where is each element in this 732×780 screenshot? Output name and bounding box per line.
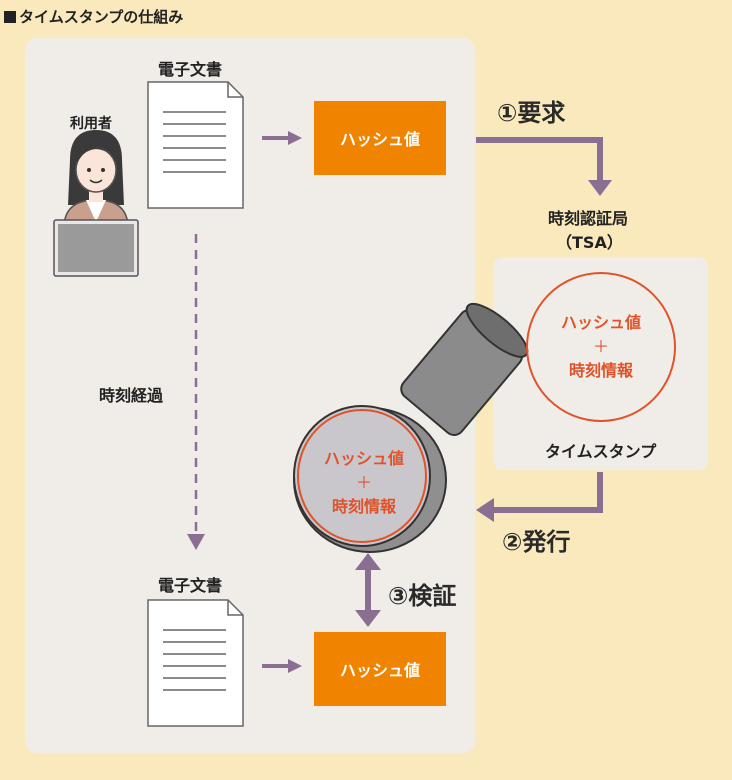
user-label: 利用者 — [70, 116, 112, 132]
stamp-plus: ＋ — [355, 473, 372, 492]
stamp-face-text: ハッシュ値 ＋ 時刻情報 — [300, 447, 428, 519]
document-label-bottom: 電子文書 — [158, 576, 223, 595]
timestamp-circle: ハッシュ値 ＋ 時刻情報 — [526, 272, 676, 422]
arrow-verify — [355, 553, 381, 627]
document-icon-top — [147, 81, 244, 209]
document-icon-bottom — [147, 599, 244, 727]
hash-box-top: ハッシュ値 — [314, 101, 446, 175]
diagram-title: タイムスタンプの仕組み — [4, 6, 183, 27]
tsa-name: 時刻認証局 — [548, 209, 629, 228]
hash-label-top: ハッシュ値 — [339, 130, 420, 149]
stamp-tool-icon — [293, 302, 529, 553]
step-issue-label: ②発行 — [502, 528, 571, 556]
stamp-time-label: 時刻情報 — [331, 497, 396, 516]
timestamp-caption: タイムスタンプ — [545, 442, 657, 461]
time-elapsed-label: 時刻経過 — [99, 386, 164, 405]
hash-label-bottom: ハッシュ値 — [339, 661, 420, 680]
square-bullet-icon — [4, 11, 16, 23]
user-avatar-icon — [53, 130, 139, 277]
stamp-hash-label: ハッシュ値 — [323, 449, 404, 468]
diagram-title-text: タイムスタンプの仕組み — [19, 8, 184, 26]
arrow-doc-to-hash-top — [262, 131, 302, 145]
step-request-label: ①要求 — [497, 99, 566, 127]
arrow-time-elapsed — [187, 234, 205, 550]
step-verify-label: ③検証 — [388, 582, 457, 610]
hash-box-bottom: ハッシュ値 — [314, 632, 446, 706]
document-label-top: 電子文書 — [158, 60, 223, 79]
arrow-request — [476, 137, 612, 196]
arrow-doc-to-hash-bottom — [262, 659, 302, 673]
tsa-abbr: （TSA） — [556, 233, 623, 252]
circle-plus: ＋ — [592, 337, 609, 356]
arrow-issue — [476, 472, 603, 522]
circle-hash-label: ハッシュ値 — [560, 313, 641, 332]
circle-time-label: 時刻情報 — [568, 361, 633, 380]
